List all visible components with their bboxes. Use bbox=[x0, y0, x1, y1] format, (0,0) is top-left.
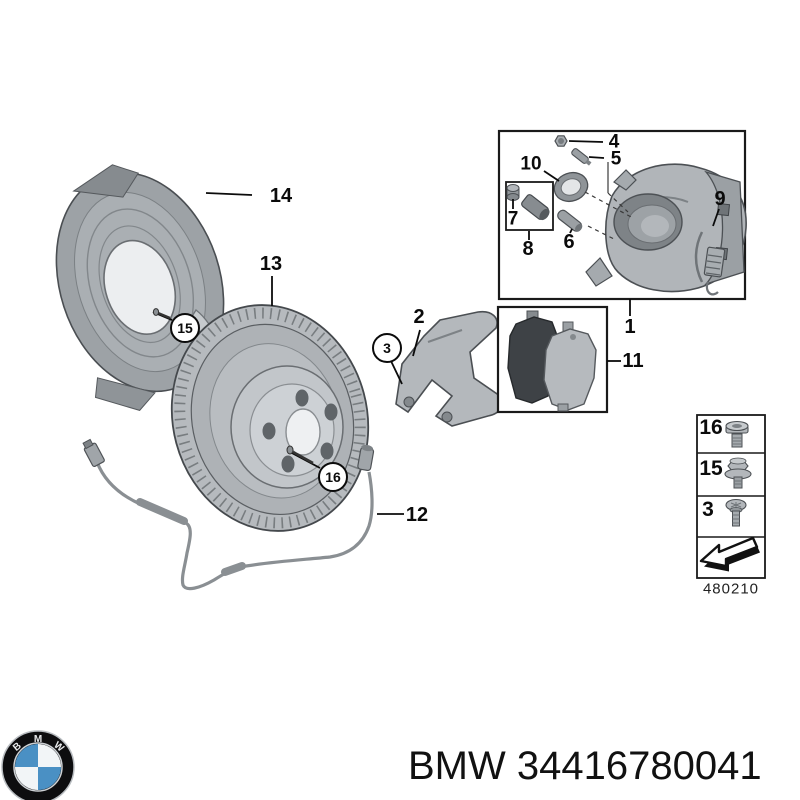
logo-letter-m: M bbox=[34, 734, 42, 745]
callout-4: 4 bbox=[608, 131, 620, 153]
assembly-guides bbox=[584, 162, 634, 241]
brake-caliper bbox=[585, 163, 747, 293]
guide-pin bbox=[557, 209, 583, 232]
torx-screw-icon bbox=[725, 498, 747, 527]
callout-1: 1 bbox=[624, 316, 636, 338]
caliper-carrier bbox=[395, 310, 504, 427]
fastener-legend bbox=[696, 414, 766, 579]
brake-pads-box bbox=[496, 305, 609, 414]
cap bbox=[506, 184, 520, 201]
legend-label-15: 15 bbox=[699, 457, 723, 480]
callout-7: 7 bbox=[507, 208, 519, 230]
bmw-logo: B M W bbox=[1, 730, 75, 800]
callout-16-circled: 16 bbox=[318, 462, 348, 492]
callout-9: 9 bbox=[714, 188, 726, 210]
wear-sensor-wire bbox=[82, 438, 375, 591]
brake-disc bbox=[170, 304, 370, 532]
legend-label-3: 3 bbox=[702, 498, 714, 521]
callout-13: 13 bbox=[259, 253, 283, 275]
callout-6: 6 bbox=[563, 231, 575, 253]
callout-8: 8 bbox=[522, 238, 534, 260]
piston-seal-ring bbox=[553, 171, 589, 203]
bleed-screw-cap bbox=[554, 135, 568, 147]
leader-screw-glyph-16 bbox=[286, 445, 314, 465]
callout-15-circled: 15 bbox=[170, 313, 200, 343]
guide-bushing bbox=[521, 194, 550, 221]
callout-3-circled: 3 bbox=[372, 333, 402, 363]
callout-5: 5 bbox=[610, 148, 622, 170]
sensor-connector-plug bbox=[82, 438, 105, 468]
bleed-screw bbox=[571, 148, 592, 166]
drawing-number: 480210 bbox=[702, 580, 760, 598]
direction-arrow-icon bbox=[699, 536, 760, 572]
callout-11: 11 bbox=[622, 350, 644, 372]
callout-10: 10 bbox=[520, 153, 542, 175]
brake-pad-outer bbox=[543, 328, 597, 411]
callout-12: 12 bbox=[405, 504, 429, 526]
retaining-spring bbox=[694, 231, 726, 296]
leader-screw-glyph-15 bbox=[152, 308, 171, 320]
countersunk-plug-screw-icon bbox=[725, 420, 749, 448]
sensor-head bbox=[357, 444, 375, 472]
legend-label-16: 16 bbox=[699, 416, 723, 439]
callout-14: 14 bbox=[269, 185, 293, 207]
lug-holes bbox=[262, 389, 338, 473]
flanged-hex-nut-icon bbox=[724, 457, 752, 489]
part-number-title: BMW 34416780041 bbox=[408, 744, 762, 788]
callout-2: 2 bbox=[413, 306, 425, 328]
